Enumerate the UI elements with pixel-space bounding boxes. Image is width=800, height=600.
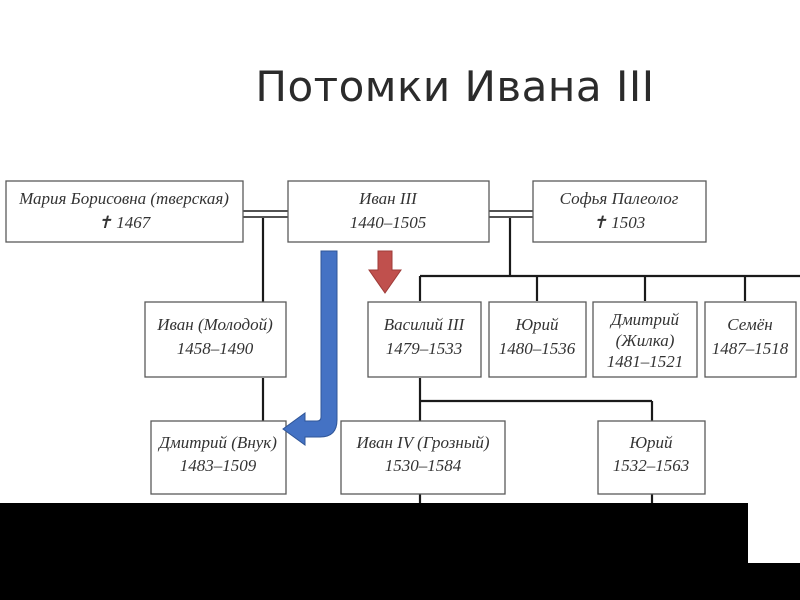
node-yuri2-name: Юрий — [628, 433, 673, 452]
node-dmitry-zhilka: Дмитрий (Жилка) 1481–1521 — [592, 301, 698, 378]
node-ivan-molodoy-name: Иван (Молодой) — [156, 315, 273, 334]
node-maria-name: Мария Борисовна (тверская) — [18, 189, 229, 208]
black-bottom-band — [0, 563, 800, 600]
node-ivan-molodoy: Иван (Молодой) 1458–1490 — [144, 301, 287, 378]
node-ivan4: Иван IV (Грозный) 1530–1584 — [340, 420, 506, 495]
connectors — [243, 210, 800, 510]
black-overlay-bar — [0, 503, 748, 563]
node-maria: Мария Борисовна (тверская) ✝ 1467 — [5, 180, 244, 243]
node-sofia: Софья Палеолог ✝ 1503 — [532, 180, 707, 243]
node-semyon-name: Семён — [727, 315, 772, 334]
node-dmitry-zhilka-name: Дмитрий — [609, 310, 679, 329]
node-maria-dates: ✝ 1467 — [98, 213, 152, 232]
node-yuri2: Юрий 1532–1563 — [597, 420, 706, 495]
node-dmitry-vnuk-dates: 1483–1509 — [180, 456, 257, 475]
node-ivan3: Иван III 1440–1505 — [287, 180, 490, 243]
node-semyon: Семён 1487–1518 — [704, 301, 797, 378]
node-yuri1-dates: 1480–1536 — [499, 339, 576, 358]
node-ivan3-dates: 1440–1505 — [350, 213, 427, 232]
node-ivan4-dates: 1530–1584 — [385, 456, 462, 475]
node-sofia-dates: ✝ 1503 — [593, 213, 646, 232]
node-dmitry-zhilka-nickname: (Жилка) — [616, 331, 675, 350]
node-vasily3-dates: 1479–1533 — [386, 339, 463, 358]
node-yuri1-name: Юрий — [514, 315, 559, 334]
blue-bent-arrow-icon — [282, 250, 338, 446]
node-ivan4-name: Иван IV (Грозный) — [355, 433, 489, 452]
node-vasily3-name: Василий III — [384, 315, 466, 334]
node-ivan-molodoy-dates: 1458–1490 — [177, 339, 254, 358]
node-dmitry-vnuk-name: Дмитрий (Внук) — [157, 433, 277, 452]
node-dmitry-zhilka-dates: 1481–1521 — [607, 352, 684, 371]
node-vasily3: Василий III 1479–1533 — [367, 301, 482, 378]
page-title: Потомки Ивана III — [255, 62, 655, 111]
node-semyon-dates: 1487–1518 — [712, 339, 789, 358]
red-down-arrow-icon — [368, 250, 402, 294]
node-yuri1: Юрий 1480–1536 — [488, 301, 587, 378]
node-sofia-name: Софья Палеолог — [560, 189, 679, 208]
node-dmitry-vnuk: Дмитрий (Внук) 1483–1509 — [150, 420, 287, 495]
node-ivan3-name: Иван III — [358, 189, 418, 208]
node-yuri2-dates: 1532–1563 — [613, 456, 690, 475]
